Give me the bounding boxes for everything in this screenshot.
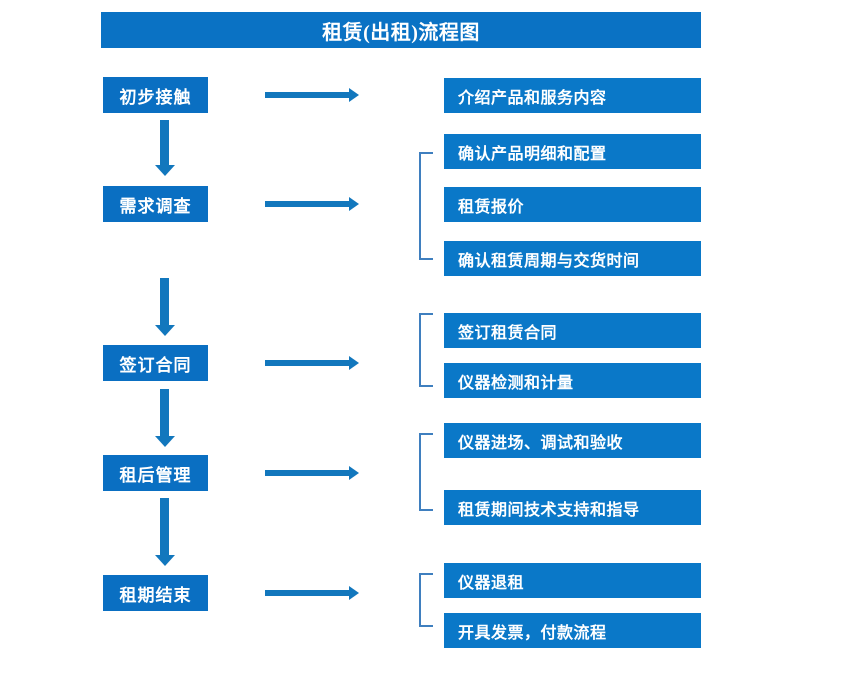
arrow-head bbox=[155, 325, 175, 336]
stage-box-initial-contact[interactable]: 初步接触 bbox=[103, 77, 208, 113]
stage-box-sign-contract[interactable]: 签订合同 bbox=[103, 345, 208, 381]
arrow-shaft bbox=[265, 470, 350, 476]
right-arrow-stage4-to-details bbox=[265, 466, 359, 480]
detail-box-confirm-product-specs[interactable]: 确认产品明细和配置 bbox=[444, 134, 701, 169]
detail-box-rental-quotation[interactable]: 租赁报价 bbox=[444, 187, 701, 222]
detail-box-invoice-payment-process[interactable]: 开具发票，付款流程 bbox=[444, 613, 701, 648]
stage-box-lease-end[interactable]: 租期结束 bbox=[103, 575, 208, 611]
diagram-title: 租赁(出租)流程图 bbox=[101, 12, 701, 48]
down-arrow-stage1-to-stage2 bbox=[155, 120, 175, 176]
group-bracket-needs-survey bbox=[419, 152, 433, 260]
arrow-shaft bbox=[265, 92, 350, 98]
down-arrow-stage4-to-stage5 bbox=[155, 498, 175, 566]
right-arrow-stage5-to-details bbox=[265, 586, 359, 600]
down-arrow-stage3-to-stage4 bbox=[155, 389, 175, 447]
detail-box-instrument-entry-commissioning-acceptance[interactable]: 仪器进场、调试和验收 bbox=[444, 423, 701, 458]
arrow-head bbox=[155, 436, 175, 447]
right-arrow-stage3-to-details bbox=[265, 356, 359, 370]
stage-box-needs-survey[interactable]: 需求调查 bbox=[103, 186, 208, 222]
detail-box-instrument-return[interactable]: 仪器退租 bbox=[444, 563, 701, 598]
group-bracket-lease-end bbox=[419, 573, 433, 627]
arrow-head bbox=[349, 466, 359, 480]
right-arrow-stage1-to-details bbox=[265, 88, 359, 102]
right-arrow-stage2-to-details bbox=[265, 197, 359, 211]
detail-box-instrument-testing-metrology[interactable]: 仪器检测和计量 bbox=[444, 363, 701, 398]
arrow-shaft bbox=[160, 120, 169, 166]
detail-box-technical-support-during-lease[interactable]: 租赁期间技术支持和指导 bbox=[444, 490, 701, 525]
group-bracket-sign-contract bbox=[419, 313, 433, 387]
detail-box-confirm-lease-period-delivery[interactable]: 确认租赁周期与交货时间 bbox=[444, 241, 701, 276]
arrow-shaft bbox=[265, 590, 350, 596]
arrow-shaft bbox=[160, 389, 169, 437]
arrow-head bbox=[155, 555, 175, 566]
arrow-shaft bbox=[160, 278, 169, 326]
group-bracket-post-rental-management bbox=[419, 433, 433, 511]
arrow-head bbox=[155, 165, 175, 176]
arrow-shaft bbox=[160, 498, 169, 556]
down-arrow-stage2-to-stage3 bbox=[155, 278, 175, 336]
detail-box-introduce-products-services[interactable]: 介绍产品和服务内容 bbox=[444, 78, 701, 113]
arrow-shaft bbox=[265, 360, 350, 366]
arrow-head bbox=[349, 356, 359, 370]
arrow-shaft bbox=[265, 201, 350, 207]
stage-box-post-rental-management[interactable]: 租后管理 bbox=[103, 455, 208, 491]
arrow-head bbox=[349, 88, 359, 102]
detail-box-sign-lease-agreement[interactable]: 签订租赁合同 bbox=[444, 313, 701, 348]
arrow-head bbox=[349, 586, 359, 600]
arrow-head bbox=[349, 197, 359, 211]
